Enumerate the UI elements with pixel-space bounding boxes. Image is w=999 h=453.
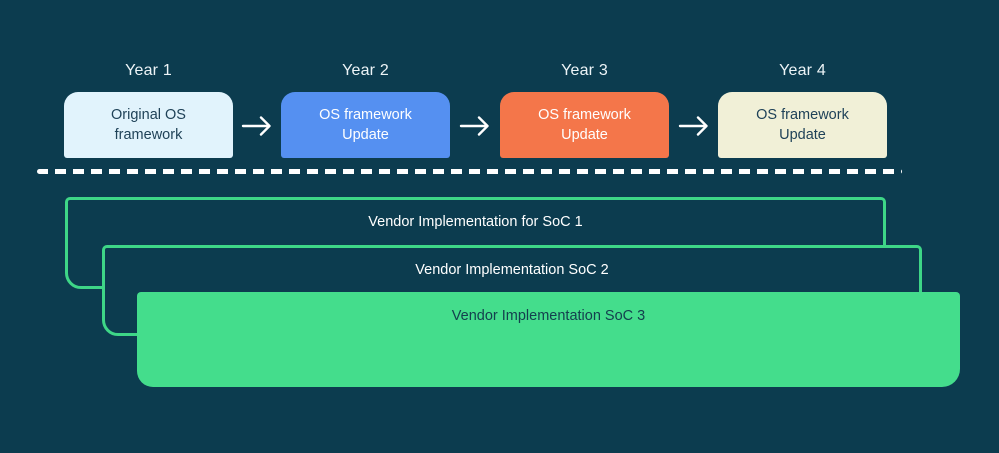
os-box-label-line1: OS framework xyxy=(319,107,412,123)
timeline-divider-dashed-line xyxy=(37,169,902,174)
vendor-box-label: Vendor Implementation SoC 2 xyxy=(415,262,609,278)
os-framework-update-box-year2: OS framework Update xyxy=(281,92,450,158)
year-1-label: Year 1 xyxy=(125,62,172,79)
os-box-label-line1: OS framework xyxy=(756,107,849,123)
os-box-label-line2: framework xyxy=(114,127,183,143)
vendor-box-label: Vendor Implementation for SoC 1 xyxy=(368,214,583,230)
os-box-label: OS framework Update xyxy=(756,105,849,145)
year-3-label: Year 3 xyxy=(561,62,608,79)
original-os-framework-box: Original OS framework xyxy=(64,92,233,158)
os-box-label: Original OS framework xyxy=(111,105,186,145)
os-box-label: OS framework Update xyxy=(319,105,412,145)
right-arrow-icon xyxy=(678,116,708,136)
os-box-label-line1: OS framework xyxy=(538,107,631,123)
right-arrow-icon xyxy=(241,116,271,136)
os-box-label-line2: Update xyxy=(342,127,389,143)
vendor-box-label: Vendor Implementation SoC 3 xyxy=(451,308,646,324)
os-framework-update-box-year4: OS framework Update xyxy=(718,92,887,158)
os-box-label-line2: Update xyxy=(779,127,826,143)
os-box-label: OS framework Update xyxy=(538,105,631,145)
vendor-implementation-soc3-box: Vendor Implementation SoC 3 xyxy=(137,292,960,387)
year-2-label: Year 2 xyxy=(342,62,389,79)
os-box-label-line1: Original OS xyxy=(111,107,186,123)
year-4-label: Year 4 xyxy=(779,62,826,79)
os-box-label-line2: Update xyxy=(561,127,608,143)
right-arrow-icon xyxy=(459,116,489,136)
os-framework-update-box-year3: OS framework Update xyxy=(500,92,669,158)
